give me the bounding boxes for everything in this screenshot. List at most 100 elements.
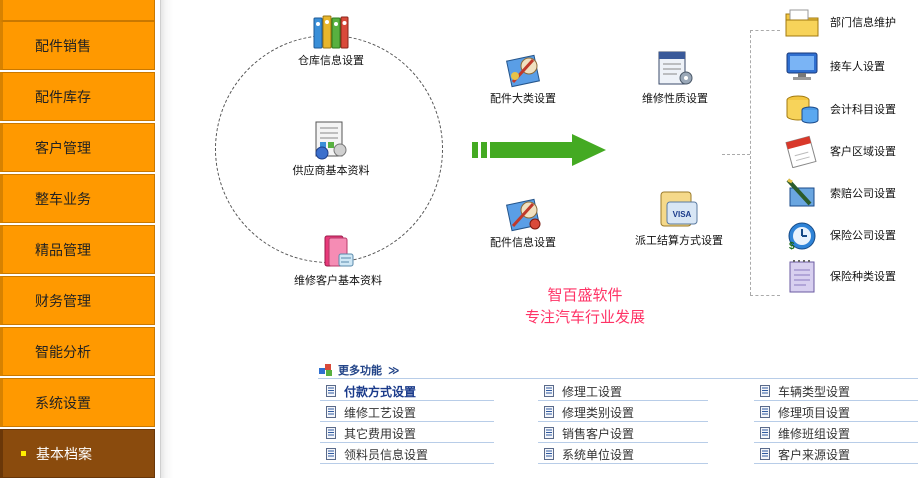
svg-text:VISA: VISA bbox=[673, 210, 692, 219]
more-functions-divider bbox=[318, 378, 918, 379]
node-label: 仓库信息设置 bbox=[298, 54, 364, 67]
parts-info-icon bbox=[506, 198, 541, 232]
sidebar-item-label: 配件库存 bbox=[35, 89, 91, 106]
document-icon bbox=[544, 406, 554, 418]
link-label: 系统单位设置 bbox=[562, 447, 635, 462]
document-icon bbox=[326, 385, 336, 397]
sidebar-item-boutique-management[interactable]: 精品管理 bbox=[0, 225, 155, 274]
claim-company-item[interactable]: 索赔公司设置 bbox=[784, 176, 896, 210]
dispatch-settlement-node[interactable]: VISA 派工结算方式设置 bbox=[624, 190, 734, 248]
parts-info-node[interactable]: 配件信息设置 bbox=[478, 194, 568, 250]
insurance-company-item[interactable]: $ 保险公司设置 bbox=[784, 218, 896, 252]
sidebar-item-vehicle-business[interactable]: 整车业务 bbox=[0, 174, 155, 223]
link-repair-team[interactable]: 维修班组设置 bbox=[754, 424, 918, 443]
flow-arrow-icon bbox=[472, 134, 606, 166]
customer-folder-icon bbox=[324, 235, 354, 267]
link-label: 修理工设置 bbox=[562, 384, 623, 399]
clock-icon: $ bbox=[788, 222, 816, 252]
document-icon bbox=[760, 427, 770, 439]
link-label: 领料员信息设置 bbox=[344, 447, 429, 462]
document-icon bbox=[544, 448, 554, 460]
sidebar-item-finance-management[interactable]: 财务管理 bbox=[0, 276, 155, 325]
link-mechanic[interactable]: 修理工设置 bbox=[538, 382, 708, 401]
link-label: 维修工艺设置 bbox=[344, 405, 417, 420]
notepad-icon bbox=[789, 260, 815, 293]
link-vehicle-type[interactable]: 车辆类型设置 bbox=[754, 382, 918, 401]
sidebar-item-smart-analysis[interactable]: 智能分析 bbox=[0, 327, 155, 376]
link-repair-process[interactable]: 维修工艺设置 bbox=[320, 403, 494, 422]
document-icon bbox=[544, 427, 554, 439]
document-icon bbox=[760, 385, 770, 397]
monitor-icon bbox=[786, 52, 818, 80]
sidebar-item-parts-sales[interactable]: 配件销售 bbox=[0, 21, 155, 70]
accounting-subject-item[interactable]: 会计科目设置 bbox=[784, 92, 896, 126]
node-label: 维修客户基本资料 bbox=[294, 274, 382, 287]
node-label: 维修性质设置 bbox=[642, 92, 708, 105]
more-functions-title: 更多功能 bbox=[338, 364, 382, 377]
repair-nature-node[interactable]: 维修性质设置 bbox=[627, 50, 723, 106]
link-customer-source[interactable]: 客户来源设置 bbox=[754, 445, 918, 464]
bracket-connector bbox=[722, 154, 750, 155]
repair-nature-icon bbox=[658, 51, 693, 85]
document-icon bbox=[760, 448, 770, 460]
sidebar-item-top-partial[interactable] bbox=[0, 0, 155, 21]
sidebar-item-label: 基本档案 bbox=[36, 446, 92, 463]
supplier-records-node[interactable]: 供应商基本资料 bbox=[276, 120, 386, 178]
sidebar-item-system-settings[interactable]: 系统设置 bbox=[0, 378, 155, 427]
calendar-icon bbox=[785, 135, 817, 168]
department-info-item[interactable]: 部门信息维护 bbox=[784, 6, 896, 38]
node-label: 供应商基本资料 bbox=[292, 164, 370, 177]
link-label: 付款方式设置 bbox=[344, 384, 417, 399]
brand-name: 智百盛软件 bbox=[547, 286, 623, 304]
parts-category-node[interactable]: 配件大类设置 bbox=[478, 52, 568, 106]
link-label: 客户来源设置 bbox=[778, 447, 851, 462]
brand-tagline: 专注汽车行业发展 bbox=[524, 308, 645, 326]
link-repair-item[interactable]: 修理项目设置 bbox=[754, 403, 918, 422]
sidebar-nav: 配件销售 配件库存 客户管理 整车业务 精品管理 财务管理 智能分析 系统设置 … bbox=[0, 0, 160, 478]
item-label: 保险种类设置 bbox=[830, 270, 896, 283]
binders-icon bbox=[313, 15, 349, 49]
sidebar-divider bbox=[160, 0, 173, 478]
link-payment-method[interactable]: 付款方式设置 bbox=[320, 382, 494, 401]
sidebar-item-customer-management[interactable]: 客户管理 bbox=[0, 123, 155, 172]
document-icon bbox=[326, 427, 336, 439]
double-chevron-icon: ≫ bbox=[388, 363, 400, 377]
link-label: 修理类别设置 bbox=[562, 405, 635, 420]
visa-card-icon: VISA bbox=[660, 191, 698, 227]
link-picker-info[interactable]: 领料员信息设置 bbox=[320, 445, 494, 464]
document-icon bbox=[326, 406, 336, 418]
active-bullet-icon bbox=[21, 451, 26, 456]
item-label: 部门信息维护 bbox=[830, 16, 896, 29]
database-icon bbox=[786, 95, 819, 124]
node-label: 派工结算方式设置 bbox=[635, 234, 723, 247]
receiver-settings-item[interactable]: 接车人设置 bbox=[784, 50, 885, 82]
warehouse-settings-node[interactable]: 仓库信息设置 bbox=[276, 14, 386, 68]
link-system-unit[interactable]: 系统单位设置 bbox=[538, 445, 708, 464]
sidebar-item-parts-inventory[interactable]: 配件库存 bbox=[0, 72, 155, 121]
sidebar-item-label: 智能分析 bbox=[35, 344, 91, 361]
modules-icon bbox=[319, 364, 332, 376]
supplier-records-icon bbox=[315, 121, 347, 160]
link-repair-category[interactable]: 修理类别设置 bbox=[538, 403, 708, 422]
parts-category-icon bbox=[506, 54, 540, 88]
link-label: 其它费用设置 bbox=[344, 426, 417, 441]
folder-icon bbox=[785, 9, 819, 37]
document-icon bbox=[326, 448, 336, 460]
link-label: 维修班组设置 bbox=[778, 426, 851, 441]
link-other-fees[interactable]: 其它费用设置 bbox=[320, 424, 494, 443]
svg-text:$: $ bbox=[789, 241, 795, 252]
sidebar-item-label: 系统设置 bbox=[35, 395, 91, 412]
sidebar-item-basic-records[interactable]: 基本档案 bbox=[0, 429, 155, 478]
customer-region-item[interactable]: 客户区域设置 bbox=[784, 134, 896, 168]
bracket-tick bbox=[750, 30, 780, 31]
more-functions-header[interactable]: 更多功能 ≫ bbox=[318, 362, 400, 378]
repair-customer-node[interactable]: 维修客户基本资料 bbox=[276, 234, 400, 288]
insurance-type-item[interactable]: 保险种类设置 bbox=[784, 258, 896, 294]
right-bracket-line bbox=[750, 30, 751, 295]
document-icon bbox=[760, 406, 770, 418]
link-sales-customer[interactable]: 销售客户设置 bbox=[538, 424, 708, 443]
item-label: 保险公司设置 bbox=[830, 229, 896, 242]
sidebar-item-label: 精品管理 bbox=[35, 242, 91, 259]
sidebar-item-label: 客户管理 bbox=[35, 140, 91, 157]
sidebar-item-label: 财务管理 bbox=[35, 293, 91, 310]
